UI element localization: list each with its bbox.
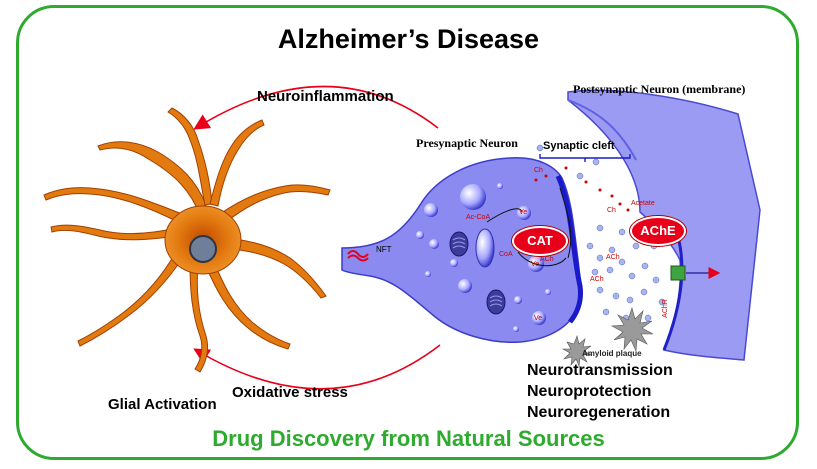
- achr-label: AChR: [661, 299, 669, 318]
- neuroinflammation-label: Neuroinflammation: [257, 88, 394, 105]
- ache-enzyme: AChE: [630, 216, 686, 246]
- ach-label-3: ACh: [590, 276, 604, 283]
- synaptic-cleft-bracket: [539, 154, 631, 162]
- arrow-oxidative-stress: [193, 344, 441, 390]
- cat-enzyme: CAT: [512, 226, 568, 256]
- presynaptic-label: Presynaptic Neuron: [416, 136, 518, 150]
- postsynaptic-label: Postsynaptic Neuron (membrane): [573, 82, 746, 96]
- green-rounded-frame: [16, 5, 799, 460]
- acetate-label: Acetate: [631, 200, 655, 207]
- outcome-neuroprotection: Neuroprotection: [527, 383, 652, 400]
- ach-label-2: ACh: [606, 254, 620, 261]
- coa-label: CoA: [499, 251, 513, 258]
- oxidative-stress-label: Oxidative stress: [232, 384, 348, 401]
- ve-label: Ve: [519, 209, 528, 216]
- arrow-neuroinflammation: [193, 85, 439, 130]
- ch-label: Ch: [534, 167, 543, 174]
- nft-tangle: [347, 250, 369, 262]
- title: Alzheimer’s Disease: [277, 24, 540, 54]
- ve-label-2: Ve: [531, 261, 540, 268]
- amyloid-plaque: [561, 306, 654, 368]
- footer-title: Drug Discovery from Natural Sources: [212, 426, 605, 451]
- glial-activation-label: Glial Activation: [108, 396, 217, 413]
- outcome-neurotransmission: Neurotransmission: [527, 362, 673, 379]
- amyloid-plaque-label: Amyloid plaque: [582, 349, 642, 358]
- ch-label-2: Ch: [607, 207, 616, 214]
- synaptic-cleft-label: Synaptic cleft: [543, 140, 615, 152]
- ac-coa-label: Ac-CoA: [466, 214, 491, 221]
- outcome-neuroregeneration: Neuroregeneration: [527, 404, 671, 421]
- glial-nucleus: [189, 235, 217, 263]
- ve-label-3: Ve: [534, 315, 543, 322]
- glial-cell: [43, 107, 331, 373]
- choline-dots: [534, 166, 630, 212]
- nft-label: NFT: [376, 245, 392, 254]
- ach-label: ACh: [540, 256, 554, 263]
- achr-receptor: [670, 265, 686, 281]
